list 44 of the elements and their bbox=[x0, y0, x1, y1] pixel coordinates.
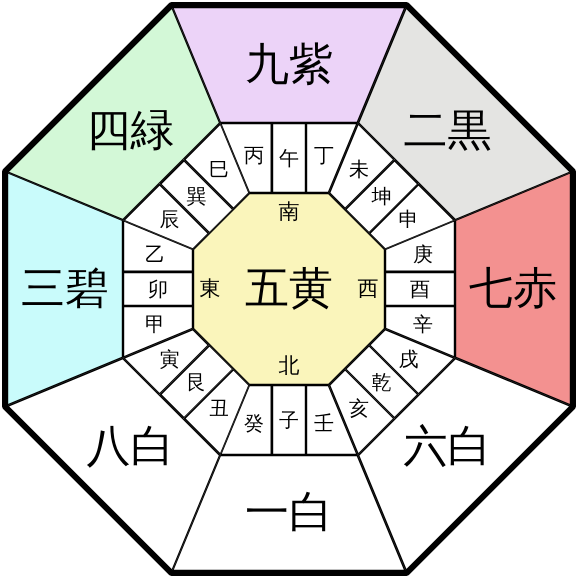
ring-segment bbox=[272, 385, 306, 455]
ring-label: 戌 bbox=[398, 348, 418, 369]
ring-label: 丁 bbox=[314, 145, 334, 165]
sector-label: 二黒 bbox=[403, 108, 492, 153]
ring-label: 丙 bbox=[244, 145, 264, 165]
ring-label: 亥 bbox=[348, 398, 369, 418]
center-label: 五黄 bbox=[245, 267, 333, 311]
ring-label: 午 bbox=[279, 148, 299, 168]
ring-label: 酉 bbox=[410, 279, 430, 299]
ring-label: 丑 bbox=[208, 398, 229, 418]
ring-label: 卯 bbox=[148, 279, 168, 299]
ring-label: 癸 bbox=[244, 413, 264, 433]
ring-segment bbox=[385, 272, 455, 306]
ring-label: 甲 bbox=[145, 314, 165, 334]
direction-label: 北 bbox=[278, 356, 300, 376]
sector-label: 四緑 bbox=[86, 108, 175, 153]
sector-label: 八白 bbox=[86, 425, 175, 470]
outer-sector bbox=[172, 7, 406, 123]
ring-label: 未 bbox=[348, 159, 369, 180]
ring-label: 寅 bbox=[159, 348, 180, 369]
ring-label: 辛 bbox=[413, 314, 433, 334]
ring-label: 坤 bbox=[372, 186, 392, 206]
ring-label: 申 bbox=[398, 208, 418, 229]
direction-label: 南 bbox=[278, 202, 300, 222]
sector-label: 六白 bbox=[403, 425, 492, 470]
direction-label: 西 bbox=[358, 278, 378, 300]
sector-label: 七赤 bbox=[469, 266, 557, 311]
outer-sector bbox=[7, 172, 123, 406]
ring-label: 巳 bbox=[208, 159, 229, 180]
ring-label: 庚 bbox=[413, 244, 433, 264]
outer-sector bbox=[455, 172, 571, 406]
ring-label: 巽 bbox=[186, 186, 206, 206]
direction-label: 東 bbox=[200, 278, 220, 300]
ring-label: 壬 bbox=[314, 413, 334, 433]
sector-label: 九紫 bbox=[244, 43, 333, 87]
ring-segment bbox=[123, 272, 193, 306]
ring-segment bbox=[272, 123, 306, 193]
sector-label: 一白 bbox=[244, 491, 333, 535]
ring-label: 艮 bbox=[186, 372, 206, 392]
ring-label: 子 bbox=[279, 410, 299, 430]
sector-label: 三碧 bbox=[21, 266, 109, 311]
ring-label: 乾 bbox=[372, 372, 392, 392]
ring-label: 辰 bbox=[159, 208, 180, 229]
ring-label: 乙 bbox=[145, 244, 165, 264]
